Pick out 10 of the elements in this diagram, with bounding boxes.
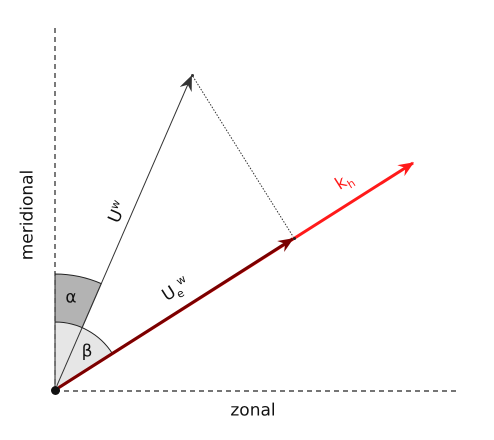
- axis-label: meridional: [20, 170, 36, 260]
- vector-tip-point: [292, 236, 296, 240]
- angle-label: β: [82, 344, 92, 360]
- origin-dot: [50, 386, 60, 394]
- vector-arrow: [56, 75, 192, 386]
- axis-label: zonal: [230, 402, 276, 420]
- angle-label: α: [65, 290, 77, 306]
- vector-arrow: [58, 238, 294, 389]
- projection-line: [192, 76, 294, 238]
- vector-tip-point: [190, 74, 194, 76]
